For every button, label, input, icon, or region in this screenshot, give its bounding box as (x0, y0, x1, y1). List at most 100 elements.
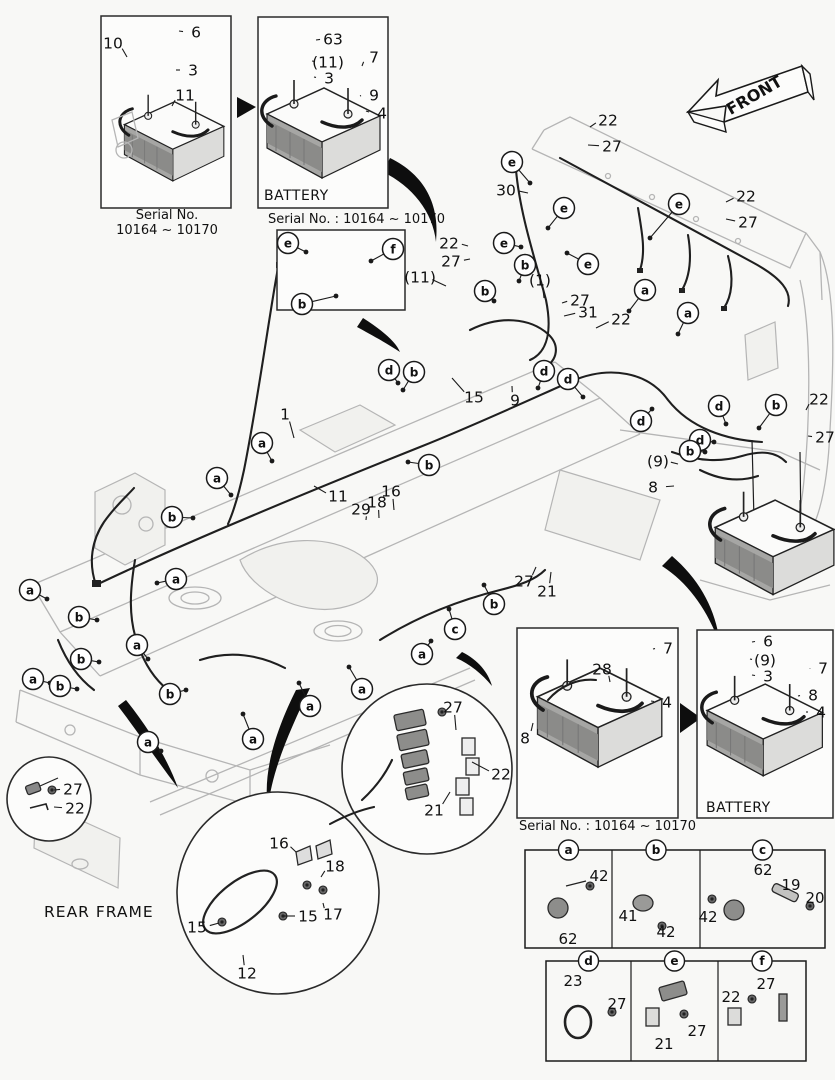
ref-letter-a: a (296, 680, 322, 718)
callout-22: 22 (725, 188, 756, 206)
svg-text:27: 27 (570, 292, 590, 310)
captions: Serial No. 10164 ~ 10170 Serial No. : 10… (44, 188, 770, 921)
ref-letter-a: a (675, 301, 700, 337)
ref-letter-c: c (443, 606, 467, 641)
ref-letter-b: b (473, 279, 497, 304)
svg-text:41: 41 (618, 907, 637, 925)
svg-text:a: a (249, 733, 257, 747)
callout-18: 18 (367, 494, 387, 519)
callout-21: 21 (537, 571, 557, 601)
ref-letter-a: a (18, 578, 50, 602)
svg-text:31: 31 (578, 304, 598, 322)
svg-text:11: 11 (175, 87, 195, 105)
svg-text:15: 15 (464, 389, 484, 407)
ref-letter-a: a (125, 633, 151, 662)
svg-text:28: 28 (592, 661, 612, 679)
callout-15: 15 (451, 377, 484, 407)
svg-text:18: 18 (325, 858, 345, 876)
svg-text:3: 3 (188, 62, 198, 80)
svg-text:7: 7 (369, 49, 379, 67)
ref-letter-d: d (707, 394, 731, 427)
svg-text:4: 4 (377, 105, 387, 123)
svg-text:8: 8 (808, 687, 818, 705)
callout-22: 22 (53, 800, 85, 818)
ref-letter-a: a (250, 431, 275, 464)
callout-6: 6 (751, 633, 773, 651)
svg-text:b: b (166, 688, 175, 702)
svg-text:a: a (258, 437, 266, 451)
machine-frame-art (15, 116, 834, 889)
svg-text:29: 29 (351, 501, 371, 519)
ref-letter-a: a (410, 638, 434, 666)
svg-text:a: a (26, 584, 34, 598)
svg-text:a: a (133, 639, 141, 653)
svg-text:27: 27 (815, 429, 835, 447)
svg-text:d: d (385, 364, 394, 378)
callout-22: 22 (595, 311, 631, 329)
svg-text:e: e (508, 156, 516, 170)
svg-text:11: 11 (328, 488, 348, 506)
svg-text:b: b (168, 511, 177, 525)
caption-serial-3: Serial No. : 10164 ~ 10170 (519, 819, 696, 834)
svg-text:27: 27 (738, 214, 758, 232)
ref-letter-e: e (647, 192, 691, 241)
svg-text:e: e (584, 258, 592, 272)
svg-text:27: 27 (441, 253, 461, 271)
svg-text:(11): (11) (404, 269, 436, 287)
arrow-to-battery-inset (680, 703, 701, 733)
svg-text:a: a (641, 284, 649, 298)
svg-text:e: e (284, 237, 292, 251)
callout-15: 15 (187, 919, 220, 937)
svg-text:8: 8 (520, 730, 530, 748)
ref-letter-a: a (240, 711, 265, 751)
callout-8: 8 (520, 722, 534, 748)
ref-letter-e: e (564, 250, 600, 276)
ref-letter-a: a (136, 730, 164, 754)
caption-serial-1b: 10164 ~ 10170 (116, 223, 218, 238)
svg-text:16: 16 (269, 835, 289, 853)
svg-text:62: 62 (558, 930, 577, 948)
rear-frame-label: REAR FRAME (44, 903, 154, 921)
ref-letter-a: a (154, 567, 188, 591)
ref-letter-f: f (368, 237, 405, 264)
circle-inset-ground-cable (176, 791, 380, 995)
ref-letter-b: b (756, 393, 788, 431)
svg-text:16: 16 (381, 483, 401, 501)
svg-text:27: 27 (607, 995, 626, 1013)
callout-29: 29 (351, 501, 371, 521)
svg-text:17: 17 (323, 906, 343, 924)
svg-text:(9): (9) (754, 652, 776, 670)
callout-3: 3 (313, 70, 334, 88)
svg-text:27: 27 (443, 699, 463, 717)
callout-22: 22 (805, 391, 829, 411)
svg-text:e: e (500, 237, 508, 251)
svg-text:18: 18 (367, 494, 387, 512)
svg-text:27: 27 (756, 975, 775, 993)
svg-text:7: 7 (818, 660, 828, 678)
svg-text:63: 63 (323, 31, 343, 49)
svg-text:a: a (564, 843, 572, 857)
ref-letter-a: a (626, 278, 657, 314)
callout-9: (9) (647, 453, 679, 471)
callout-27: 27 (587, 138, 622, 156)
svg-text:8: 8 (648, 479, 658, 497)
svg-text:22: 22 (598, 112, 618, 130)
svg-text:22: 22 (809, 391, 829, 409)
battery-label-top: BATTERY (264, 188, 329, 204)
svg-text:a: a (213, 472, 221, 486)
svg-text:10: 10 (103, 35, 123, 53)
svg-text:c: c (759, 843, 766, 857)
svg-text:22: 22 (439, 235, 459, 253)
circle-inset-rear-connector (6, 756, 92, 842)
svg-text:b: b (772, 399, 781, 413)
callout-4: 4 (650, 694, 672, 712)
svg-text:21: 21 (424, 802, 444, 820)
ref-letter-d: d (377, 358, 401, 386)
callout-27: 27 (807, 429, 835, 447)
svg-text:d: d (637, 415, 646, 429)
